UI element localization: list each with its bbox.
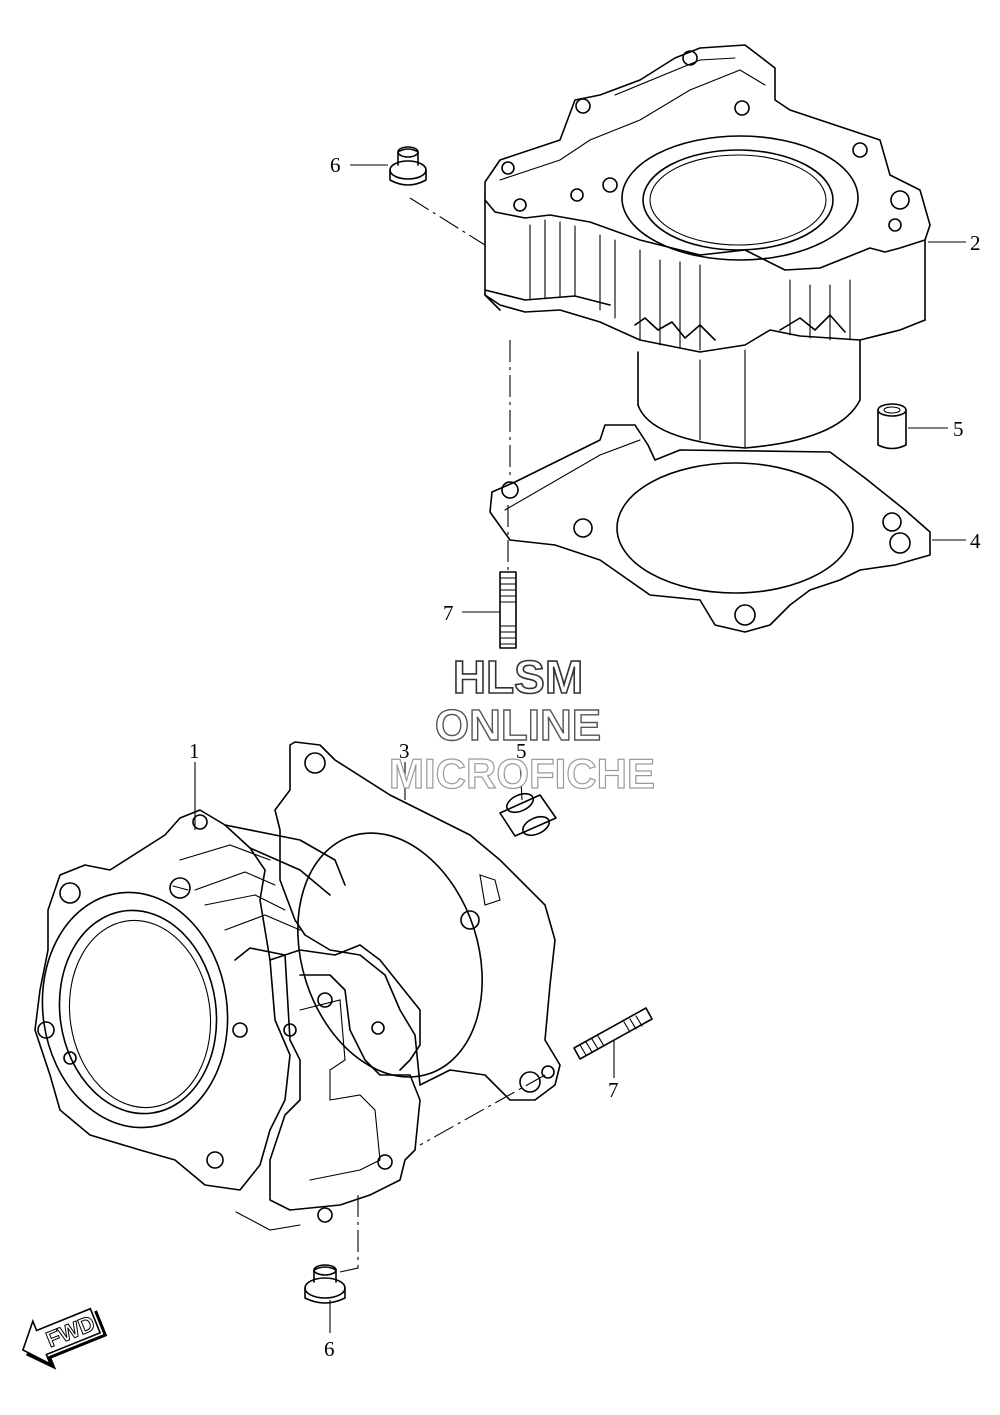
watermark: HLSM ONLINE MICROFICHE [388, 650, 655, 797]
watermark-line-3: MICROFICHE [389, 750, 655, 797]
callout-part-6-lower: 6 [324, 1337, 335, 1361]
upper-nut-drawing [389, 146, 427, 186]
callout-part-5-upper: 5 [953, 417, 964, 441]
leader-lines [194, 164, 966, 1333]
upper-dowel-drawing [877, 403, 907, 450]
callout-part-6-upper: 6 [330, 153, 341, 177]
callout-part-7-lower: 7 [608, 1078, 619, 1102]
upper-stud-drawing [499, 571, 517, 649]
callout-part-7-upper: 7 [443, 601, 454, 625]
callout-part-4: 4 [970, 529, 981, 553]
callout-numbers: 6 2 5 4 7 1 3 5 7 6 [189, 153, 981, 1361]
callout-part-2: 2 [970, 231, 981, 255]
assembly-centerlines [339, 197, 546, 1273]
lower-cylinder-drawing [34, 809, 421, 1231]
lower-gasket-drawing [274, 741, 561, 1101]
callout-part-1: 1 [189, 739, 200, 763]
watermark-line-2: ONLINE [435, 701, 601, 750]
watermark-line-1: HLSM [453, 651, 583, 703]
lower-dowel-drawing [499, 792, 557, 837]
lower-stud-drawing [573, 1007, 653, 1060]
upper-gasket-drawing [489, 424, 931, 633]
lower-nut-drawing [304, 1264, 346, 1304]
callout-part-5-lower: 5 [516, 739, 527, 763]
upper-cylinder-drawing [484, 44, 931, 449]
callout-part-3: 3 [399, 739, 410, 763]
fwd-arrow-icon: FWD [21, 1307, 108, 1370]
